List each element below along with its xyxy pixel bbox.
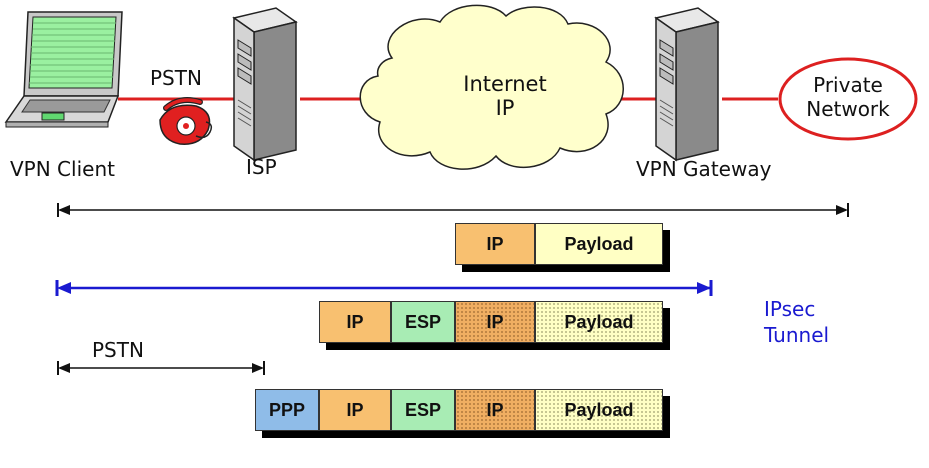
cell-ppp: PPP [255,389,319,431]
cell-inner-ip: IP [455,389,535,431]
cell-ip: IP [455,223,535,265]
telephone-icon [159,97,213,145]
ipsec-label-line2: Tunnel [764,323,830,347]
server-icon-isp [232,7,298,162]
vpn-gateway-label: VPN Gateway [636,157,772,181]
isp-label: ISP [246,155,277,179]
packet-row-3: PPP IP ESP IP Payload [255,389,663,431]
cell-esp: ESP [391,389,455,431]
packet-row-2: IP ESP IP Payload [319,301,663,343]
cell-ip: IP [319,389,391,431]
pstn-top-label: PSTN [150,66,202,90]
cell-payload: Payload [535,223,663,265]
laptop-icon [4,11,123,128]
private-network-ellipse [778,57,918,141]
cloud-icon [359,4,624,170]
server-icon-gateway [654,7,720,162]
cell-payload: Payload [535,389,663,431]
end-to-end-arrow [57,203,849,217]
private-label-line1: Private [813,73,883,97]
ipsec-tunnel-label: IPsec Tunnel [764,296,829,348]
cell-payload: Payload [535,301,663,343]
cell-ip: IP [319,301,391,343]
packet-row-1: IP Payload [455,223,663,265]
ipsec-tunnel-arrow [55,280,713,296]
cell-esp: ESP [391,301,455,343]
pstn-bottom-label: PSTN [92,338,144,362]
cell-inner-ip: IP [455,301,535,343]
vpn-client-label: VPN Client [10,157,115,181]
ipsec-label-line1: IPsec [764,297,816,321]
internet-cloud-label: Internet IP [420,72,590,120]
private-network-label: Private Network [790,73,906,121]
internet-label-line1: Internet [463,72,547,96]
pstn-arrow [57,361,265,375]
internet-label-line2: IP [495,96,515,120]
private-label-line2: Network [806,97,890,121]
